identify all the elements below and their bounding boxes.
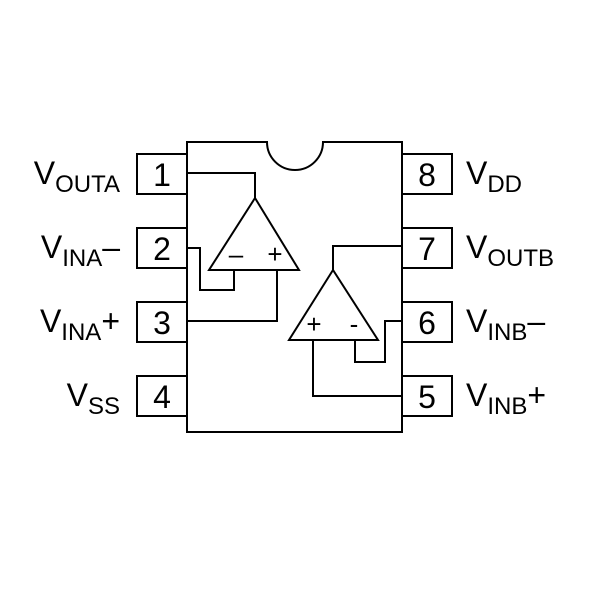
pin-7-box (401, 227, 453, 269)
opamp-a-triangle (207, 196, 301, 271)
wire-pin5-to-opamp-b-plus (312, 340, 402, 397)
pin-6-label: VINB– (466, 303, 546, 346)
pin-8-box (401, 153, 453, 195)
pin-7-number: 7 (418, 231, 436, 267)
pin-2-label: VINA– (40, 229, 120, 272)
pin-1-label: VOUTA (33, 155, 120, 198)
wire-pin1-to-opamp-a-out (187, 172, 256, 198)
pin-8-label: VDD (466, 155, 523, 198)
pin-5-number: 5 (418, 379, 436, 415)
opamp-a-minus-sign: – (229, 239, 244, 269)
pin-2-number: 2 (153, 231, 171, 267)
pin-7-label: VOUTB (466, 229, 555, 272)
pin-4-number: 4 (153, 379, 171, 415)
pin-4-box (136, 375, 188, 417)
pin-8-number: 8 (418, 157, 436, 193)
wire-pin2-to-opamp-a-minus (187, 247, 235, 291)
opamp-b-plus-sign: + (306, 309, 321, 339)
wire-pin6-to-opamp-b-minus (354, 320, 402, 363)
pin-3-number: 3 (153, 305, 171, 341)
opamp-a-plus-sign: + (267, 239, 282, 269)
pin-1-number: 1 (153, 157, 171, 193)
pin-6-number: 6 (418, 305, 436, 341)
wire-pin3-to-opamp-a-plus (187, 270, 278, 322)
pin-3-label: VINA+ (39, 303, 120, 346)
opamp-b-triangle (287, 268, 380, 341)
pin-4-label: VSS (66, 377, 120, 420)
pin-5-label: VINB+ (466, 377, 547, 420)
opamp-b-minus-sign: - (350, 309, 359, 339)
ic-body (186, 141, 403, 433)
wire-pin7-to-opamp-b-out (332, 245, 402, 270)
